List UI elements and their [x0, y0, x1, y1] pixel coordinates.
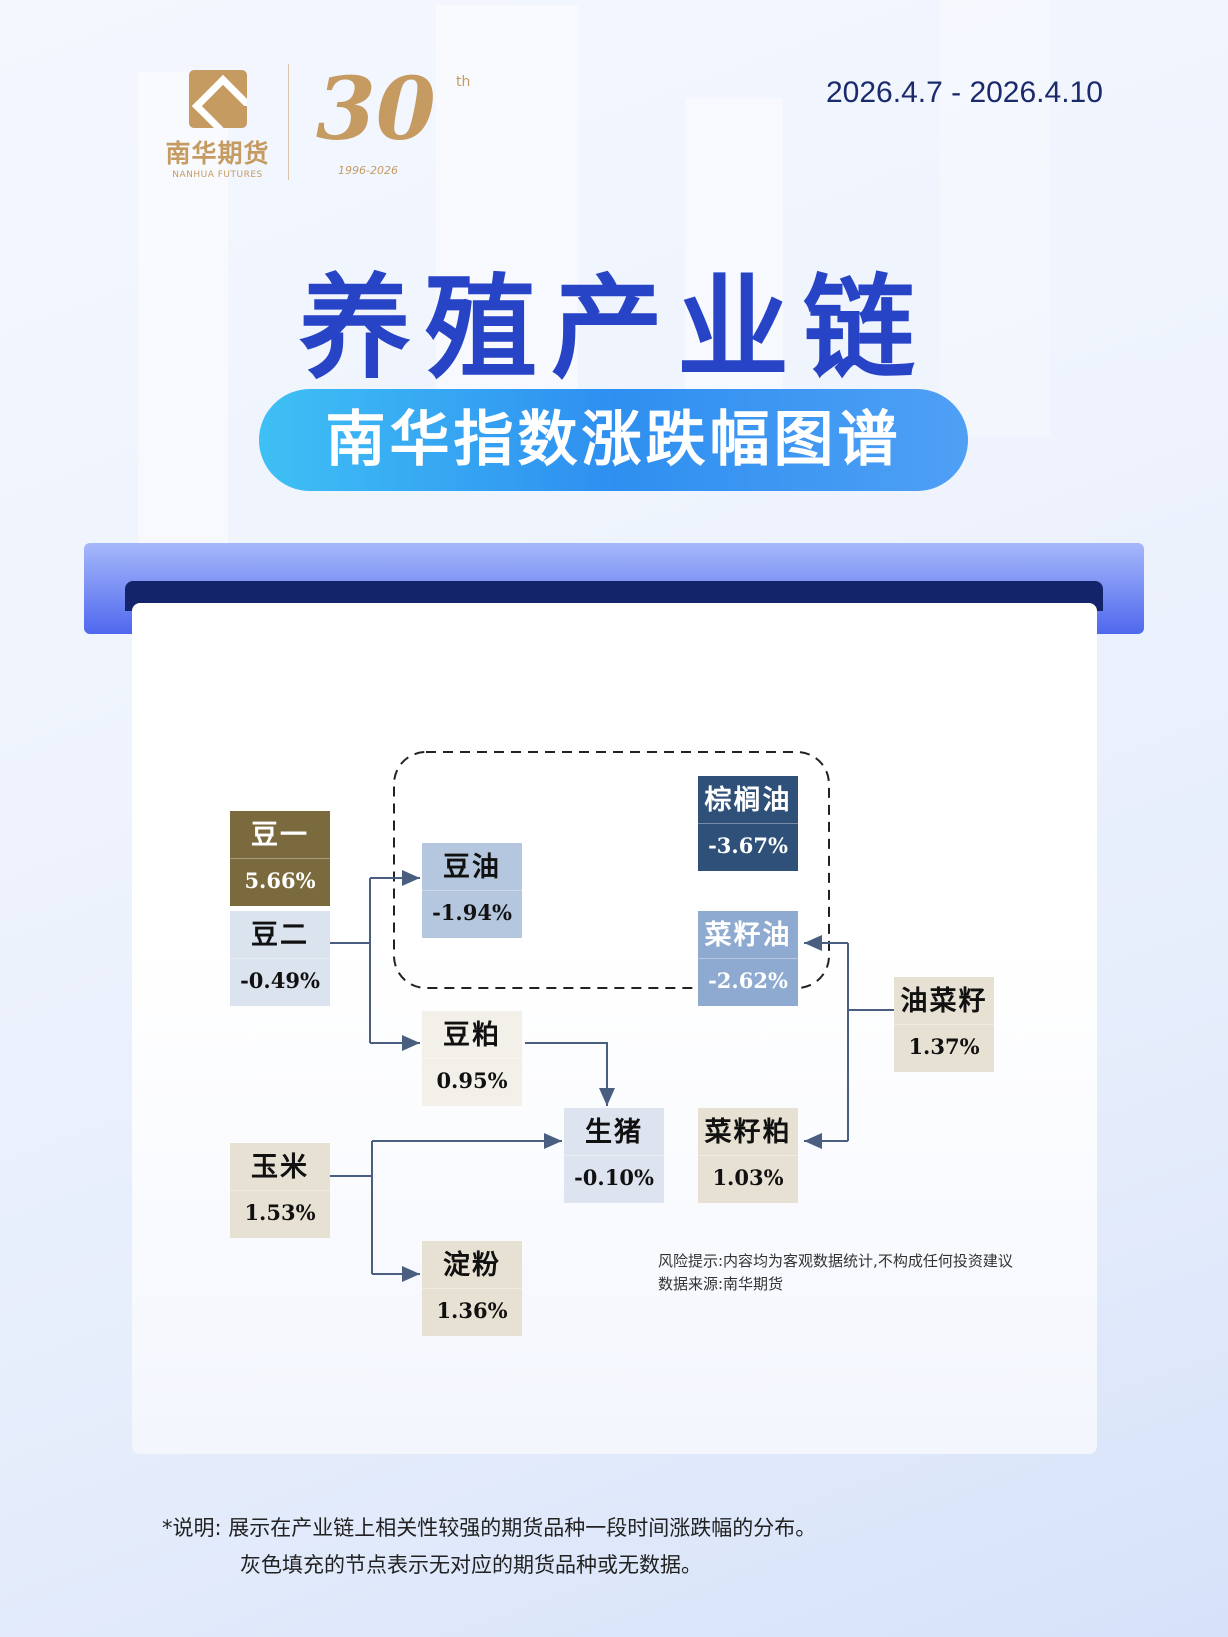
node-value: 0.95%	[436, 1067, 508, 1093]
node-name: 玉米	[230, 1143, 330, 1191]
node-zonglvyou: 棕榈油 -3.67%	[698, 776, 798, 871]
node-caizipo: 菜籽粕 1.03%	[698, 1108, 798, 1203]
background-decor	[940, 0, 1050, 436]
node-shengzhu: 生猪 -0.10%	[564, 1108, 664, 1203]
nanhua-logo-mark-icon	[188, 70, 247, 128]
node-value: 1.37%	[908, 1033, 980, 1059]
node-youcaizi: 油菜籽 1.37%	[894, 977, 994, 1072]
anniversary-suffix: th	[456, 74, 471, 90]
nanhua-logo: 南华期货 NANHUA FUTURES	[160, 70, 275, 182]
node-value: -0.10%	[574, 1164, 654, 1190]
node-name: 豆一	[230, 811, 330, 859]
node-name: 棕榈油	[698, 776, 798, 824]
node-name: 菜籽油	[698, 911, 798, 959]
note-line-2: 灰色填充的节点表示无对应的期货品种或无数据。	[240, 1553, 702, 1577]
node-name: 菜籽粕	[698, 1108, 798, 1156]
risk-disclaimer: 风险提示:内容均为客观数据统计,不构成任何投资建议 数据来源:南华期货	[658, 1250, 1013, 1296]
logo-divider	[288, 64, 289, 180]
anniversary-number: 30	[316, 59, 436, 160]
node-douyou: 豆油 -1.94%	[422, 843, 522, 938]
edge-doupo-shengzhu	[525, 1042, 615, 1106]
node-name: 油菜籽	[894, 977, 994, 1025]
node-value: 1.36%	[436, 1297, 508, 1323]
node-name: 淀粉	[422, 1241, 522, 1289]
logo-cn: 南华期货	[165, 139, 270, 168]
node-value: -3.67%	[708, 832, 788, 858]
data-source: 数据来源:南华期货	[658, 1275, 784, 1293]
node-value: -1.94%	[432, 899, 512, 925]
anniversary-years: 1996-2026	[338, 164, 398, 177]
risk-note: 风险提示:内容均为客观数据统计,不构成任何投资建议	[658, 1252, 1013, 1270]
background-decor	[436, 5, 578, 425]
note-line-1: *说明: 展示在产业链上相关性较强的期货品种一段时间涨跌幅的分布。	[162, 1516, 817, 1540]
date-range: 2026.4.7 - 2026.4.10	[826, 76, 1103, 109]
node-yumi: 玉米 1.53%	[230, 1143, 330, 1238]
node-caiziyou: 菜籽油 -2.62%	[698, 911, 798, 1006]
node-name: 生猪	[564, 1108, 664, 1156]
node-douer: 豆二 -0.49%	[230, 911, 330, 1006]
node-value: 1.03%	[712, 1164, 784, 1190]
node-value: -2.62%	[708, 967, 788, 993]
node-value: -0.49%	[240, 967, 320, 993]
node-name: 豆粕	[422, 1011, 522, 1059]
page-title: 养殖产业链	[299, 264, 929, 394]
edge-yumi-trunk	[329, 1141, 373, 1274]
node-name: 豆油	[422, 843, 522, 891]
node-value: 5.66%	[244, 867, 316, 893]
background-decor	[685, 98, 783, 428]
footer-note: *说明: 展示在产业链上相关性较强的期货品种一段时间涨跌幅的分布。 灰色填充的节…	[162, 1510, 816, 1584]
node-doupo: 豆粕 0.95%	[422, 1011, 522, 1106]
subtitle-pill: 南华指数涨跌幅图谱	[259, 389, 968, 491]
node-dianfen: 淀粉 1.36%	[422, 1241, 522, 1336]
edge-youcaizi-trunk	[847, 943, 894, 1141]
edge-douer-trunk	[329, 878, 371, 1043]
node-name: 豆二	[230, 911, 330, 959]
node-value: 1.53%	[244, 1199, 316, 1225]
logo-en: NANHUA FUTURES	[172, 170, 263, 180]
background-decor	[138, 72, 228, 592]
node-douyi: 豆一 5.66%	[230, 811, 330, 906]
